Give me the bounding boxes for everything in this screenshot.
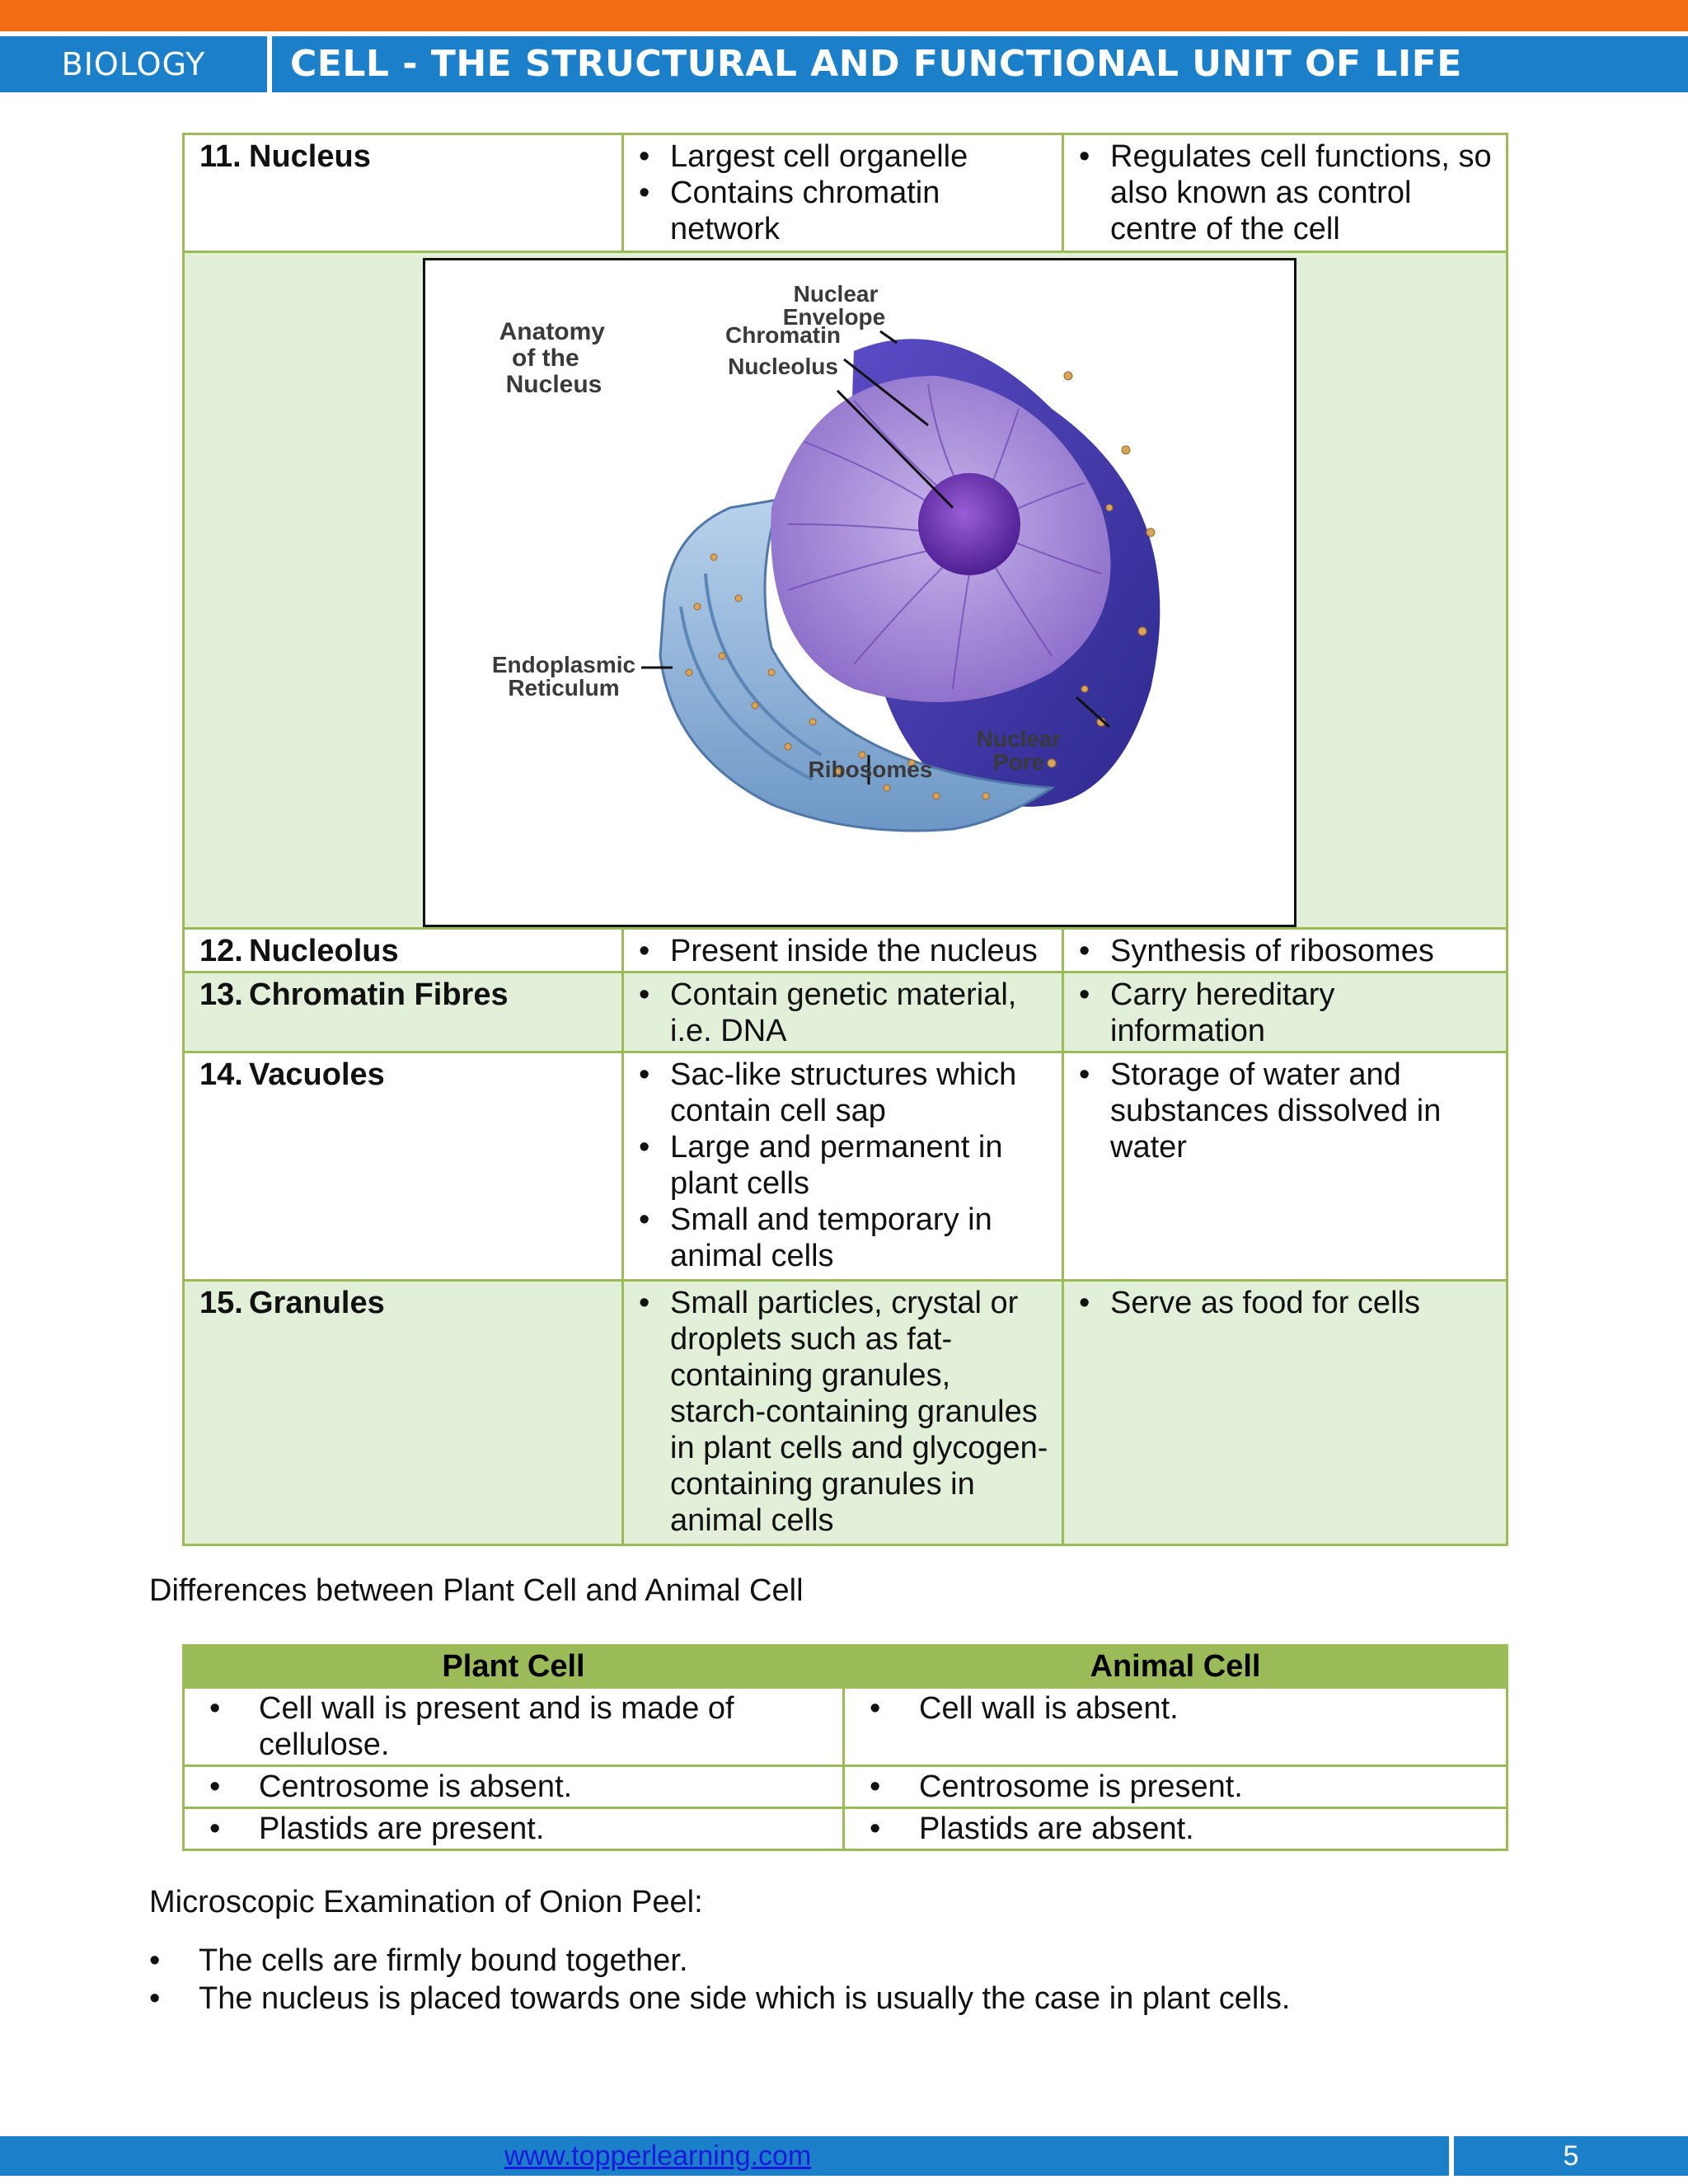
figure-title-word-2: of the (512, 344, 579, 372)
organelle-functions: Serve as food for cells (1062, 1279, 1508, 1546)
organelle-features: Small particles, crystal or droplets suc… (621, 1279, 1064, 1546)
organelle-features: Contain genetic material, i.e. DNA (621, 971, 1064, 1053)
list-item: Storage of water and substances dissolve… (1079, 1057, 1496, 1165)
onion-heading: Microscopic Examination of Onion Peel: (149, 1885, 703, 1919)
organelle-functions: Carry hereditary information (1062, 971, 1508, 1053)
list-item: The cells are firmly bound together. (149, 1942, 1290, 1980)
plant-cell-point: Cell wall is present and is made of cell… (182, 1686, 845, 1767)
table-row: 12.Nucleolus Present inside the nucleus … (182, 927, 1508, 973)
column-header-animal: Animal Cell (842, 1644, 1508, 1689)
list-item: Carry hereditary information (1079, 977, 1496, 1049)
list-item: Sac-like structures which contain cell s… (639, 1057, 1052, 1129)
table-row: 14.Vacuoles Sac-like structures which co… (182, 1051, 1508, 1282)
organelle-features: Sac-like structures which contain cell s… (621, 1051, 1064, 1282)
list-item: Regulates cell functions, so also known … (1079, 138, 1496, 247)
website-link[interactable]: www.topperlearning.com (504, 2140, 812, 2172)
plant-cell-point: Centrosome is absent. (182, 1765, 845, 1809)
table-row: 11.Nucleus Largest cell organelleContain… (182, 133, 1508, 253)
organelle-features: Largest cell organelleContains chromatin… (621, 133, 1064, 253)
figure-title-word-1: Anatomy (499, 318, 606, 345)
animal-cell-point: Cell wall is absent. (842, 1686, 1508, 1767)
organelle-features: Present inside the nucleus (621, 927, 1064, 973)
list-item: Serve as food for cells (1079, 1285, 1496, 1321)
organelle-functions: Synthesis of ribosomes (1062, 927, 1508, 973)
organelle-name: 15.Granules (182, 1279, 624, 1546)
differences-table: Plant Cell Animal Cell Cell wall is pres… (182, 1644, 1508, 1851)
list-item: Present inside the nucleus (639, 933, 1052, 969)
list-item: Synthesis of ribosomes (1079, 933, 1496, 969)
column-header-plant: Plant Cell (182, 1644, 845, 1689)
organelle-name: 12.Nucleolus (182, 927, 624, 973)
list-item: Large and permanent in plant cells (639, 1129, 1052, 1202)
table-row: 15.Granules Small particles, crystal or … (182, 1279, 1508, 1546)
table-row: Plastids are present. Plastids are absen… (182, 1807, 1508, 1851)
onion-points-list: The cells are firmly bound together. The… (149, 1942, 1290, 2018)
list-item: Small particles, crystal or droplets suc… (639, 1285, 1052, 1539)
organelle-functions: Regulates cell functions, so also known … (1062, 133, 1508, 253)
label-ribosomes: Ribosomes (809, 757, 933, 782)
page-number: 5 (1563, 2140, 1579, 2172)
list-item: Contains chromatin network (639, 175, 1052, 247)
list-item: Contain genetic material, i.e. DNA (639, 977, 1052, 1049)
organelle-name: 11.Nucleus (182, 133, 624, 253)
list-item: Largest cell organelle (639, 138, 1052, 175)
page-title: CELL - THE STRUCTURAL AND FUNCTIONAL UNI… (290, 43, 1462, 85)
table-header-row: Plant Cell Animal Cell (182, 1644, 1508, 1689)
animal-cell-point: Plastids are absent. (842, 1807, 1508, 1851)
header-bar (0, 36, 1688, 92)
figure-title-word-3: Nucleus (506, 371, 603, 398)
organelle-table: 11.Nucleus Largest cell organelleContain… (182, 133, 1508, 1546)
plant-cell-point: Plastids are present. (182, 1807, 845, 1851)
label-nucleolus: Nucleolus (728, 354, 838, 379)
top-accent-bar (0, 0, 1688, 31)
organelle-functions: Storage of water and substances dissolve… (1062, 1051, 1508, 1282)
table-row: 13.Chromatin Fibres Contain genetic mate… (182, 971, 1508, 1053)
table-row: Centrosome is absent. Centrosome is pres… (182, 1765, 1508, 1809)
organelle-name: 13.Chromatin Fibres (182, 971, 624, 1053)
label-chromatin: Chromatin (725, 322, 841, 348)
subject-label: BIOLOGY (0, 36, 272, 92)
figure-title-text: Anatomy of the Nucleus (499, 318, 612, 398)
footer-bar (0, 2136, 1688, 2176)
table-row: Cell wall is present and is made of cell… (182, 1686, 1508, 1767)
footer-divider (1449, 2136, 1454, 2176)
organelle-name: 14.Vacuoles (182, 1051, 624, 1282)
list-item: The nucleus is placed towards one side w… (149, 1980, 1290, 2018)
list-item: Small and temporary in animal cells (639, 1202, 1052, 1274)
animal-cell-point: Centrosome is present. (842, 1765, 1508, 1809)
differences-heading: Differences between Plant Cell and Anima… (149, 1573, 804, 1608)
